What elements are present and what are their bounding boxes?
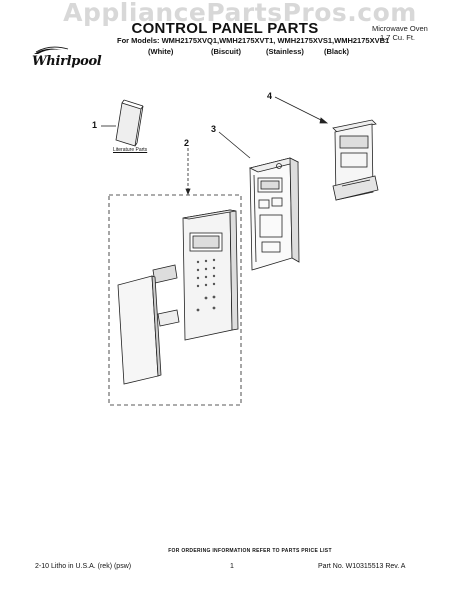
whirlpool-logo: Whirlpool bbox=[26, 44, 110, 72]
appliance-info: Microwave Oven 1.7 Cu. Ft. bbox=[372, 24, 428, 42]
logo-swoosh-icon bbox=[34, 46, 69, 54]
page-number: 1 bbox=[230, 563, 234, 570]
color-stainless: (Stainless) bbox=[266, 47, 304, 56]
literature-booklet bbox=[115, 99, 144, 147]
appliance-capacity: 1.7 Cu. Ft. bbox=[380, 33, 416, 42]
color-variants: (White) (Biscuit) (Stainless) (Black) bbox=[0, 47, 464, 57]
brand-name: Whirlpool bbox=[32, 54, 102, 69]
color-black: (Black) bbox=[324, 47, 350, 56]
callout-2: 2 bbox=[184, 138, 190, 148]
color-white: (White) bbox=[148, 47, 174, 56]
watermark-text: AppliancePartsPros.com bbox=[63, 0, 417, 27]
color-biscuit: (Biscuit) bbox=[211, 47, 241, 56]
litho-info: 2-10 Litho in U.S.A. (rek) (psw) bbox=[35, 563, 132, 570]
callout-3: 3 bbox=[211, 124, 217, 134]
assembly-dashed-box bbox=[108, 194, 242, 406]
appliance-type: Microwave Oven bbox=[372, 24, 428, 33]
literature-parts-label: Literature Parts bbox=[113, 147, 148, 153]
page-title: CONTROL PANEL PARTS bbox=[131, 20, 319, 37]
label-strip bbox=[152, 264, 178, 284]
part-number: Part No. W10315513 Rev. A bbox=[318, 563, 406, 570]
callout-line-3 bbox=[218, 131, 251, 159]
control-panel-front bbox=[182, 209, 239, 341]
callout-1: 1 bbox=[92, 120, 98, 130]
control-panel-frame bbox=[248, 157, 300, 271]
ordering-note: FOR ORDERING INFORMATION REFER TO PARTS … bbox=[168, 548, 332, 554]
model-list: For Models: WMH2175XVQ1,WMH2175XVT1, WMH… bbox=[117, 36, 390, 45]
control-overlay bbox=[117, 275, 162, 385]
callout-4: 4 bbox=[267, 91, 273, 101]
panel-bracket bbox=[332, 119, 379, 201]
small-label bbox=[157, 309, 180, 327]
callout-line-4 bbox=[274, 96, 326, 123]
